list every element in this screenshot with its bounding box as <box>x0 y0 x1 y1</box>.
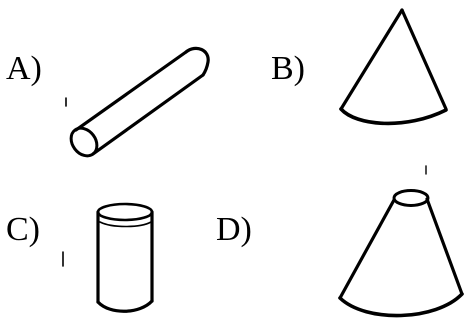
cone-icon <box>339 8 448 126</box>
vertical-cylinder-icon <box>62 202 154 313</box>
truncated-cone-icon <box>338 165 464 318</box>
option-d-label: D) <box>216 211 252 248</box>
option-b-label: B) <box>271 50 305 87</box>
option-a-label: A) <box>6 50 42 87</box>
horizontal-cylinder-icon <box>65 46 210 158</box>
option-c-label: C) <box>6 211 40 248</box>
